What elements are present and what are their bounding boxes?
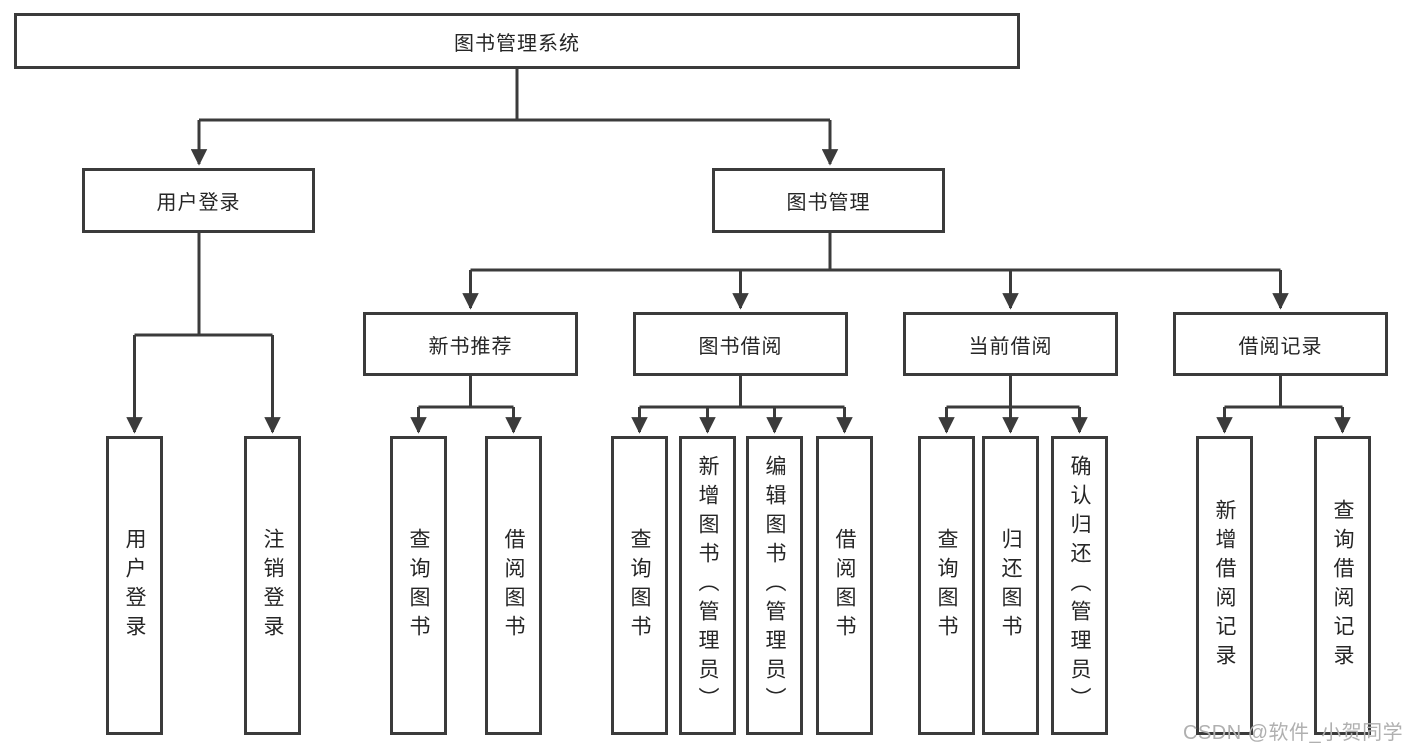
- node-new-book-recommend: 新书推荐: [363, 312, 578, 376]
- node-borrow-records: 借阅记录: [1173, 312, 1388, 376]
- leaf-user-login-label: 用户登录: [123, 527, 146, 644]
- leaf-query-books-1: 查询图书: [390, 436, 447, 735]
- leaf-query-borrow-record: 查询借阅记录: [1314, 436, 1371, 735]
- node-current-borrow: 当前借阅: [903, 312, 1118, 376]
- leaf-add-borrow-record: 新增借阅记录: [1196, 436, 1253, 735]
- leaf-query-books-2-label: 查询图书: [628, 527, 651, 644]
- node-book-mgmt: 图书管理: [712, 168, 945, 233]
- leaf-edit-book-admin-label: 编辑图书（管理员）: [763, 455, 786, 716]
- node-root: 图书管理系统: [14, 13, 1020, 69]
- leaf-confirm-return-admin: 确认归还（管理员）: [1051, 436, 1108, 735]
- leaf-query-books-3: 查询图书: [918, 436, 975, 735]
- leaf-user-login: 用户登录: [106, 436, 163, 735]
- leaf-edit-book-admin: 编辑图书（管理员）: [746, 436, 803, 735]
- connector-trunks: [134, 69, 1343, 409]
- leaf-return-book-label: 归还图书: [999, 527, 1022, 644]
- leaf-query-books-2: 查询图书: [611, 436, 668, 735]
- leaf-borrow-books-2-label: 借阅图书: [833, 527, 856, 644]
- leaf-query-borrow-record-label: 查询借阅记录: [1331, 498, 1354, 673]
- node-book-borrow: 图书借阅: [633, 312, 848, 376]
- leaf-add-borrow-record-label: 新增借阅记录: [1213, 498, 1236, 673]
- csdn-watermark: CSDN @软件_小贺同学: [1183, 722, 1404, 744]
- leaf-borrow-books-1-label: 借阅图书: [502, 527, 525, 644]
- leaf-borrow-books-1: 借阅图书: [485, 436, 542, 735]
- leaf-borrow-books-2: 借阅图书: [816, 436, 873, 735]
- leaf-confirm-return-admin-label: 确认归还（管理员）: [1068, 455, 1091, 716]
- leaf-query-books-3-label: 查询图书: [935, 527, 958, 644]
- leaf-add-book-admin: 新增图书（管理员）: [679, 436, 736, 735]
- leaf-return-book: 归还图书: [982, 436, 1039, 735]
- leaf-logout: 注销登录: [244, 436, 301, 735]
- leaf-logout-label: 注销登录: [261, 527, 284, 644]
- node-user-login: 用户登录: [82, 168, 315, 233]
- leaf-add-book-admin-label: 新增图书（管理员）: [696, 455, 719, 716]
- leaf-query-books-1-label: 查询图书: [407, 527, 430, 644]
